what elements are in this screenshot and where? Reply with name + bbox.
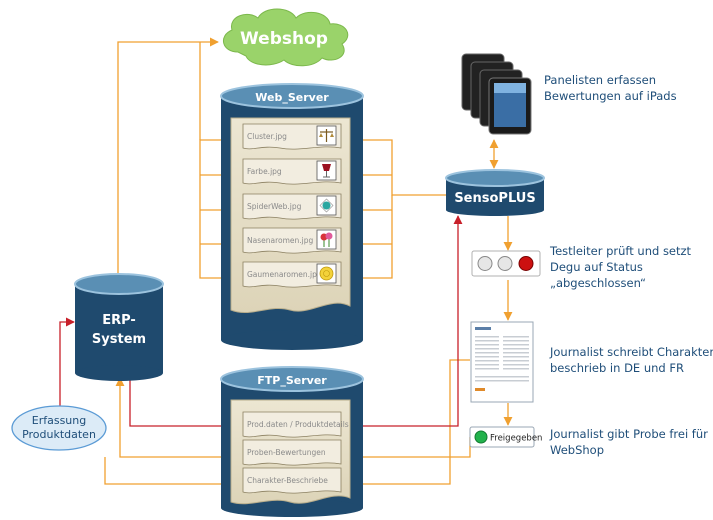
- web-file-list: Cluster.jpgFarbe.jpgSpiderWeb.jpgNasenar…: [242, 123, 342, 288]
- arrow-doc-to-charakter: [341, 359, 470, 489]
- arrow-proddaten-to-senso: [342, 215, 463, 427]
- web-server-label: Web_Server: [255, 91, 329, 104]
- flowers-icon: [316, 229, 337, 250]
- erfassung-produktdaten: Erfassung Produktdaten: [11, 405, 107, 451]
- step-journalist2-line1: Journalist gibt Probe frei für: [549, 427, 708, 441]
- erp-label-line2: System: [92, 332, 146, 347]
- step-panel-line2: Bewertungen auf iPads: [544, 89, 677, 103]
- scales-icon: [316, 125, 337, 146]
- step-testleiter-line2: Degu auf Status: [550, 260, 643, 274]
- file-row-ftp-0: Prod.daten / Produktdetails: [242, 411, 349, 438]
- erp-label-line1: ERP-: [102, 313, 136, 328]
- step-journalist1-line1: Journalist schreibt Charakter-: [549, 345, 713, 359]
- file-name: Charakter-Beschriebe: [247, 476, 328, 485]
- step-journalist2-line2: WebShop: [550, 443, 604, 457]
- light-grey-1-icon: [477, 256, 493, 271]
- step-journalist1-line2: beschrieb in DE und FR: [550, 361, 684, 375]
- arrow-erp-to-proddaten: [129, 376, 243, 431]
- spiderweb-icon: [316, 195, 337, 216]
- ftp-server-label: FTP_Server: [257, 374, 327, 387]
- status-lights: [471, 250, 541, 277]
- arrow-senso-to-webfiles: [341, 135, 448, 196]
- arrow-erp-to-webshop: [117, 37, 219, 282]
- arrow-charakter-to-erp: [104, 457, 243, 485]
- sensoplus: SensoPLUS: [445, 169, 545, 216]
- sensoplus-label: SensoPLUS: [454, 191, 535, 206]
- step-testleiter-line1: Testleiter prüft und setzt: [549, 244, 692, 258]
- file-name: Farbe.jpg: [247, 167, 282, 176]
- ipads-icon: [461, 53, 532, 135]
- lemon-icon: [316, 263, 337, 284]
- file-row-web-0: Cluster.jpg: [242, 123, 342, 150]
- file-row-ftp-1: Proben-Bewertungen: [242, 439, 342, 466]
- arrow-erfassung-to-erp: [59, 317, 75, 410]
- light-grey-2-icon: [497, 256, 513, 271]
- erfassung-line1: Erfassung: [32, 414, 86, 427]
- file-row-ftp-2: Charakter-Beschriebe: [242, 467, 342, 494]
- file-name: Gaumenaromen.jpg: [247, 270, 322, 279]
- erfassung-line2: Produktdaten: [22, 428, 96, 441]
- wine-glass-icon: [316, 160, 337, 181]
- file-name: Nasenaromen.jpg: [247, 236, 313, 245]
- step-panel-line1: Panelisten erfassen: [544, 73, 656, 87]
- document-thumbnail-icon: [470, 321, 534, 403]
- green-status-icon: [474, 430, 488, 444]
- file-row-web-4: Gaumenaromen.jpg: [242, 261, 342, 288]
- freigegeben-badge: Freigegeben: [469, 426, 542, 448]
- file-name: Proben-Bewertungen: [247, 448, 326, 457]
- step-descriptions: Panelisten erfassen Bewertungen auf iPad…: [544, 73, 713, 457]
- file-name: Cluster.jpg: [247, 132, 287, 141]
- file-row-web-2: SpiderWeb.jpg: [242, 193, 342, 220]
- file-row-web-3: Nasenaromen.jpg: [242, 227, 342, 254]
- light-red-icon: [518, 256, 534, 271]
- file-name: Prod.daten / Produktdetails: [247, 420, 349, 429]
- ftp-file-list: Prod.daten / ProduktdetailsProben-Bewert…: [242, 411, 349, 494]
- freigegeben-label: Freigegeben: [490, 434, 542, 444]
- file-row-web-1: Farbe.jpg: [242, 158, 342, 185]
- file-name: SpiderWeb.jpg: [247, 202, 302, 211]
- webshop-cloud: Webshop: [223, 8, 349, 67]
- erp-system: ERP- System: [74, 273, 164, 381]
- webshop-label: Webshop: [240, 29, 328, 49]
- step-testleiter-line3: „abgeschlossen“: [550, 276, 646, 290]
